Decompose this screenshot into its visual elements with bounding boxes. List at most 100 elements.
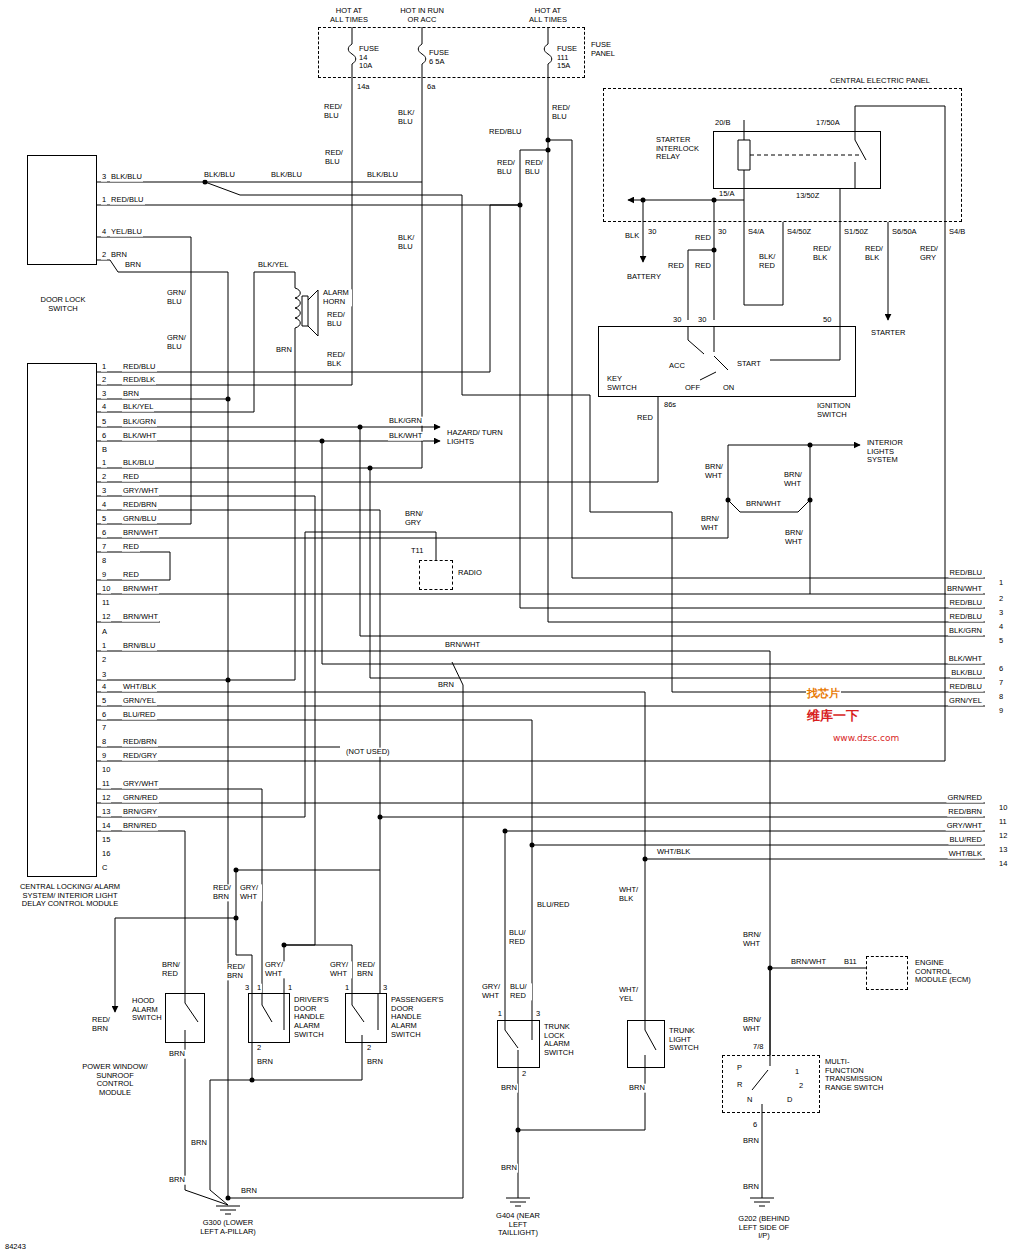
wire-label: GRY/ WHT	[481, 983, 504, 1000]
wire-path	[728, 500, 810, 512]
wire-label: 1	[101, 459, 107, 468]
wire-label: RED	[667, 262, 685, 271]
watermark-text: 维库一下	[806, 709, 860, 724]
wire-label: 13/50Z	[795, 192, 820, 201]
wire-path	[532, 845, 985, 846]
wire-path	[380, 817, 985, 818]
wire-path	[505, 831, 985, 1020]
wire-path	[97, 594, 985, 595]
wire-label: 1	[287, 984, 293, 993]
wire-path	[97, 399, 228, 400]
wire-label: BLK/ BLU	[397, 234, 420, 251]
wire-label: GRY/ WHT	[239, 884, 262, 901]
wire-label: WHT/BLK	[656, 848, 691, 857]
wire-connector	[840, 222, 841, 326]
splice-dot	[320, 439, 325, 444]
wire-label: BLU/RED	[536, 901, 571, 910]
watermark-text: www.dzsc.com	[832, 733, 900, 743]
wire-label: BRN	[240, 1187, 258, 1196]
wire-connector	[97, 78, 352, 385]
wire-label: BRN	[500, 1164, 518, 1173]
wire-label: HOT AT ALL TIMES	[328, 7, 370, 24]
wire-path	[185, 1043, 228, 1205]
wire-label: D	[786, 1096, 793, 1105]
wire-path	[97, 272, 295, 412]
wire-label: G300 (LOWER LEFT A-PILLAR)	[199, 1219, 257, 1236]
wire-label: RED/BLU	[948, 683, 983, 692]
wire-label: N	[746, 1096, 753, 1105]
wire-label: 15/A	[718, 190, 735, 199]
wire-label: RED/BLK	[122, 376, 156, 385]
wire-label: 2	[998, 595, 1004, 604]
wire-connector	[97, 692, 645, 1020]
control-module: CENTRAL LOCKING/ ALARM SYSTEM/ INTERIOR …	[27, 363, 97, 877]
wire-path	[97, 260, 228, 1198]
component-name: DOOR LOCK SWITCH	[38, 296, 88, 313]
wire-label: BRN/ GRY	[404, 510, 427, 527]
wire-path	[370, 468, 985, 678]
wire-path	[97, 706, 985, 707]
splice-dot	[712, 198, 717, 203]
wire-path	[360, 427, 985, 636]
wire-label: BLK/BLU	[122, 459, 155, 468]
wire-label: RED/ BLK	[812, 245, 835, 262]
wire-label: FUSE 14 10A	[358, 45, 382, 71]
wire-label: ON	[722, 384, 735, 393]
splice-dot	[516, 1128, 521, 1133]
switch-box: DOOR LOCK SWITCH	[27, 155, 97, 265]
wire-path	[544, 27, 552, 78]
wire-label: 4	[101, 228, 107, 237]
switch-box: DRIVER'S DOOR HANDLE ALARM SWITCH	[248, 993, 290, 1043]
wire-label: WHT/ YEL	[618, 986, 641, 1003]
wire-path	[348, 27, 356, 78]
wire-label: S4/50Z	[786, 228, 812, 237]
wire-label: BATTERY	[626, 273, 662, 282]
wire-label: BLK/WHT	[122, 432, 157, 441]
component-name: TRUNK LOCK ALARM SWITCH	[544, 1023, 584, 1058]
wire-connector	[97, 237, 191, 524]
wire-label: 3	[998, 609, 1004, 618]
wire-label: FUSE 6 5A	[428, 49, 452, 66]
wire-label: 3	[382, 984, 388, 993]
wire-connector	[97, 532, 436, 817]
wire-label: BLK/ RED	[758, 253, 781, 270]
wire-path	[518, 1068, 645, 1130]
wire-label: BRN	[122, 390, 140, 399]
wire-label: RED	[122, 543, 140, 552]
wire-label: 17/50A	[815, 119, 841, 128]
wire-label: 3	[101, 487, 107, 496]
wire-label: RED/BRN	[122, 738, 158, 747]
wire-label: 8	[998, 693, 1004, 702]
wire-label: 6	[101, 529, 107, 538]
wire-label: 11	[998, 818, 1008, 827]
wire-path	[97, 427, 440, 428]
wire-label: RED	[636, 414, 654, 423]
wire-label: START	[736, 360, 762, 369]
wire-label: 2	[101, 376, 107, 385]
wire-label: RED/ BRN	[212, 884, 235, 901]
wire-label: BRN/GRY	[122, 808, 158, 817]
wire-label: BLK/BLU	[270, 171, 303, 180]
wire-label: RED/ BRN	[356, 961, 379, 978]
wire-label: 3	[535, 1010, 541, 1019]
wire-label: GRN/BLU	[122, 515, 157, 524]
wire-label: BLK/WHT	[948, 655, 983, 664]
wire-label: 9	[998, 707, 1004, 716]
wire-label: GRN/ BLU	[166, 289, 189, 306]
wire-path	[688, 326, 840, 380]
wire-label: BRN	[275, 346, 293, 355]
wire-path	[97, 335, 295, 680]
wire-label: RED	[694, 262, 712, 271]
wire-label: RED/ BRN	[91, 1016, 114, 1033]
splice-dot	[250, 1078, 255, 1083]
wire-label: 7	[101, 543, 107, 552]
wire-label: BRN	[366, 1058, 384, 1067]
wire-label: RED/ BLK	[864, 245, 887, 262]
wire-path	[855, 106, 866, 188]
wire-label: RED/ BLU	[324, 149, 347, 166]
wire-label: BRN/WHT	[745, 500, 782, 509]
wire-label: 1	[998, 579, 1004, 588]
wire-path	[688, 200, 714, 320]
wire-label: 30	[647, 228, 657, 237]
wire-label: BLU/ RED	[508, 929, 531, 946]
